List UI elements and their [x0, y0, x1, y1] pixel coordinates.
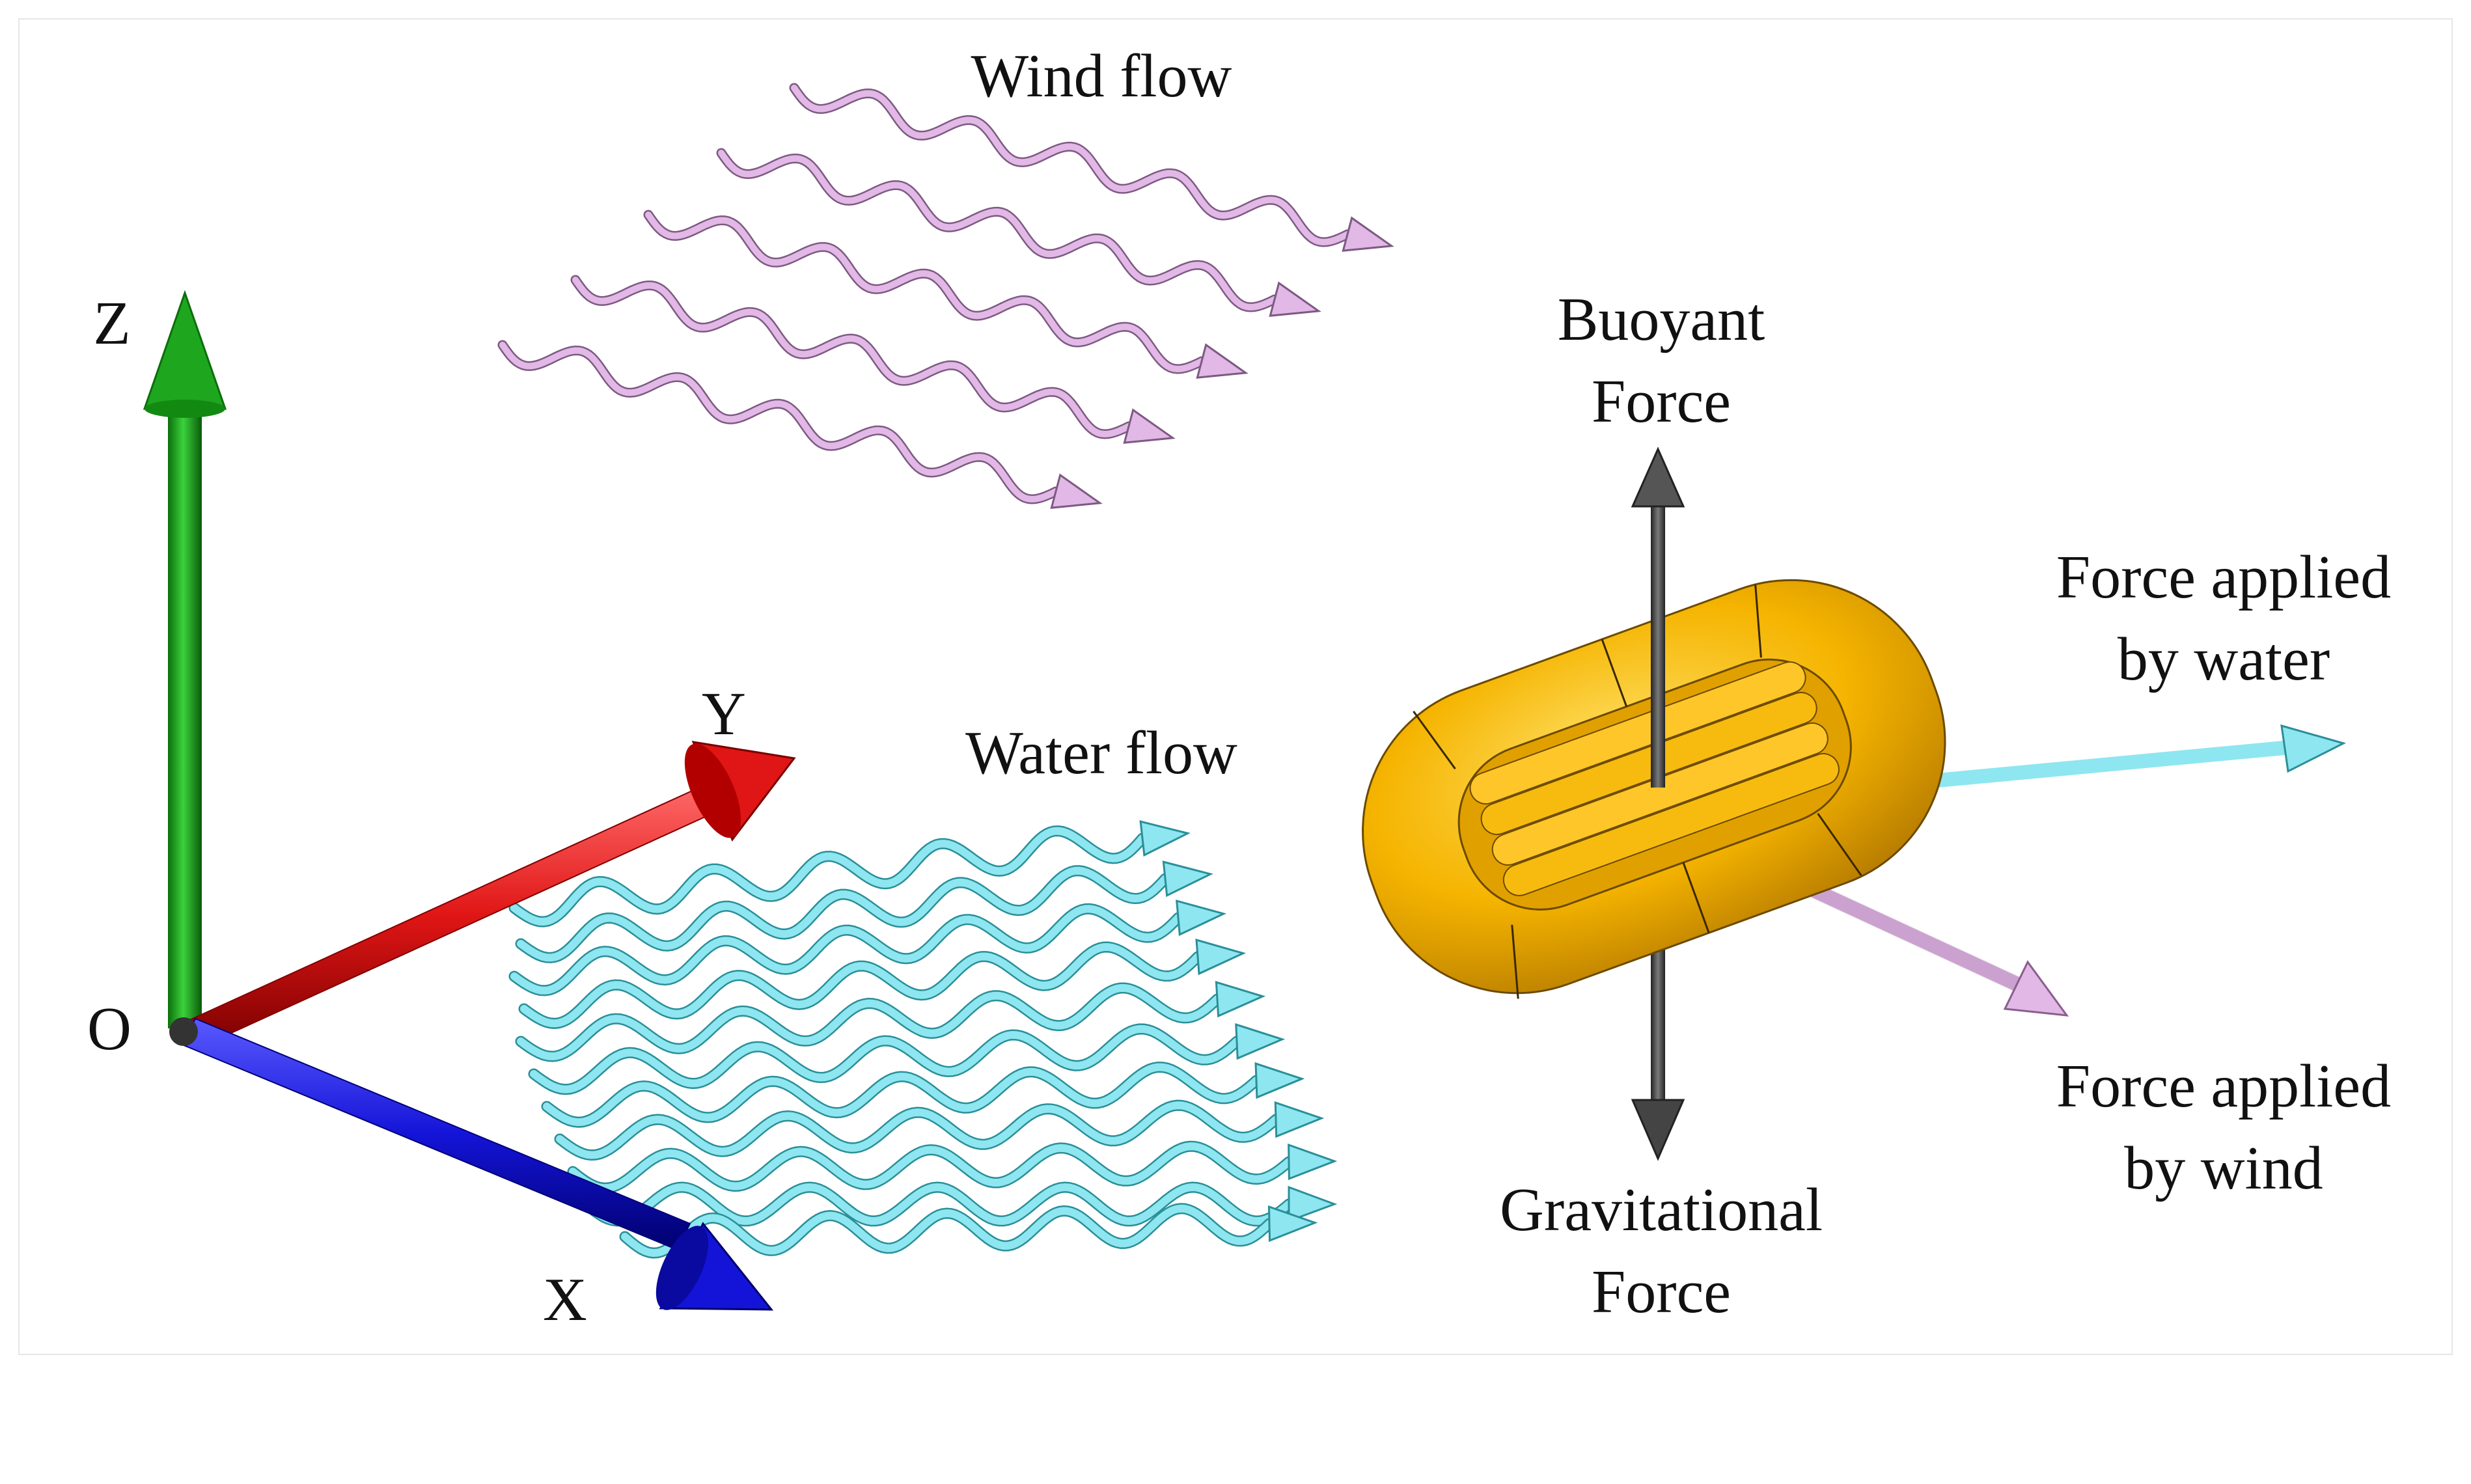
water-flow-arrow — [541, 1061, 1305, 1128]
diagram-labels: Wind flow Water flow Z Y X O Buoyant For… — [87, 42, 2391, 1334]
wind-flow-arrows — [497, 83, 1394, 509]
water-flow-arrow — [580, 1181, 1338, 1227]
wind-flow-label: Wind flow — [971, 42, 1232, 110]
origin-label: O — [87, 995, 131, 1063]
z-axis-label: Z — [93, 290, 130, 357]
wind-force-label-line2: by wind — [2124, 1134, 2323, 1202]
water-flow-arrow — [518, 939, 1247, 1029]
wind-flow-arrow — [789, 83, 1394, 252]
water-force-label-line1: Force applied — [2056, 543, 2391, 611]
figure-frame — [18, 18, 2453, 1355]
water-flow-arrow — [554, 1099, 1325, 1161]
water-flow-arrow — [567, 1140, 1338, 1194]
buoyant-force-label-line1: Buoyant — [1558, 286, 1765, 353]
buoyant-force-arrow — [1631, 447, 1685, 788]
y-axis-label: Y — [702, 680, 746, 748]
water-flow-label: Water flow — [965, 719, 1237, 787]
x-axis-arrow — [181, 1017, 774, 1311]
boat-force-system — [1362, 447, 2347, 1161]
coordinate-axes — [143, 290, 796, 1311]
water-flow-arrows — [508, 820, 1338, 1259]
water-flow-arrow — [515, 860, 1213, 963]
wind-force-label-line1: Force applied — [2056, 1052, 2391, 1120]
gravitational-force-label-line2: Force — [1592, 1258, 1731, 1326]
wind-flow-arrow — [570, 275, 1176, 444]
water-flow-arrow — [508, 820, 1191, 928]
water-force-label-line2: by water — [2118, 625, 2330, 693]
buoyant-force-label-line2: Force — [1592, 368, 1731, 435]
z-axis-arrow — [143, 290, 227, 1028]
gravitational-force-label-line1: Gravitational — [1500, 1176, 1823, 1244]
origin-point — [169, 1017, 198, 1046]
inflatable-boat — [1362, 579, 1946, 999]
water-flow-arrow — [619, 1203, 1318, 1259]
water-flow-arrow — [508, 900, 1227, 996]
water-flow-arrow — [528, 1023, 1286, 1095]
y-axis-arrow — [184, 741, 796, 1049]
wind-flow-arrow — [716, 148, 1321, 317]
wind-flow-arrow — [497, 340, 1103, 509]
x-axis-label: X — [543, 1266, 587, 1334]
water-flow-arrow — [515, 980, 1266, 1062]
wind-flow-arrow — [643, 210, 1249, 379]
